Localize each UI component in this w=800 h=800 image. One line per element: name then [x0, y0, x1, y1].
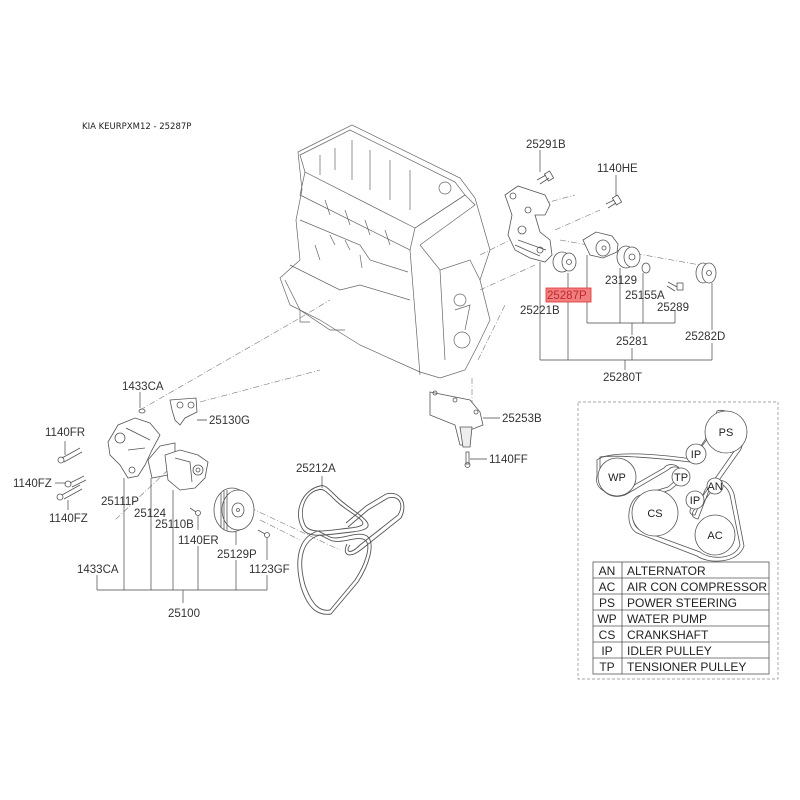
part-label[interactable]: 1140HE — [597, 163, 638, 175]
water-pump-leaders — [55, 392, 268, 603]
part-label[interactable]: 25280T — [603, 372, 642, 384]
bolt-1140fz-a — [64, 475, 87, 488]
engine-block — [279, 124, 491, 379]
legend-abbr: IP — [601, 644, 612, 658]
bolt-1140fz-b — [56, 484, 83, 501]
part-label[interactable]: 1140FF — [489, 454, 528, 466]
pulley-ac — [694, 514, 736, 556]
part-label[interactable]: 1123GF — [249, 564, 290, 576]
bolt-1140ff — [464, 451, 487, 468]
water-pump-housing — [107, 417, 161, 479]
pulley-label: WP — [608, 472, 626, 484]
pulley-cs — [631, 489, 679, 537]
gasket-25130g — [169, 397, 207, 426]
pulley-an — [706, 477, 724, 495]
part-label[interactable]: 25129P — [217, 549, 257, 561]
part-label[interactable]: 25221B — [520, 305, 560, 317]
bolt-25291b — [536, 170, 555, 185]
part-label[interactable]: 25281 — [616, 336, 648, 348]
part-label[interactable]: 25253B — [502, 413, 542, 425]
legend-table — [592, 561, 770, 675]
water-pump-body — [164, 449, 209, 491]
part-label[interactable]: 25291B — [526, 139, 566, 151]
pulley-label: CS — [647, 508, 662, 520]
tensioner-bracket — [504, 185, 553, 263]
part-label[interactable]: 1433CA — [77, 564, 119, 576]
part-label[interactable]: 23129 — [605, 275, 637, 287]
legend-desc: IDLER PULLEY — [627, 644, 712, 658]
bolt-1123gf — [257, 529, 270, 538]
part-label[interactable]: 1140ER — [178, 535, 219, 547]
pulley-label: PS — [719, 427, 734, 439]
pulley-ip-upper — [685, 443, 707, 465]
pulley-label: TP — [674, 472, 688, 484]
part-label[interactable]: 25130G — [209, 415, 250, 427]
idler-pulley-25287p — [552, 251, 577, 273]
pulley-25129p — [213, 487, 255, 533]
pulley-labels: PS IP WP TP AN IP CS AC — [608, 427, 733, 542]
bolt-1140he — [605, 194, 623, 209]
diagram-title: KIA KEURPXM12 - 25287P — [82, 122, 192, 132]
pulley-ps — [704, 410, 748, 454]
tensioner-unit — [582, 231, 619, 259]
legend-rows: AN ALTERNATOR AC AIR CON COMPRESSOR PS P… — [597, 564, 767, 674]
bolt-1140fr — [57, 447, 83, 464]
pulley-label: IP — [690, 495, 700, 507]
part-label[interactable]: 25212A — [296, 463, 336, 475]
legend-abbr: WP — [597, 612, 616, 626]
legend-abbr: AC — [599, 580, 616, 594]
part-label[interactable]: 25124 — [134, 508, 167, 520]
pulley-wp — [597, 457, 637, 497]
serpentine-belt-25212a — [297, 476, 405, 615]
part-label[interactable]: 1140FZ — [13, 478, 52, 490]
bracket-25253b — [429, 390, 500, 448]
belt-routing-box — [577, 401, 779, 680]
legend-desc: CRANKSHAFT — [627, 628, 709, 642]
highlight-box — [545, 287, 592, 303]
part-label[interactable]: 1140FR — [45, 427, 85, 439]
part-label[interactable]: 25110B — [155, 519, 194, 531]
pulley-label: AN — [707, 481, 722, 493]
bolt-1140er — [189, 507, 201, 516]
part-label[interactable]: 25282D — [685, 331, 725, 343]
pulley-23129 — [616, 245, 641, 269]
part-label[interactable]: 25100 — [168, 608, 200, 620]
legend-desc: ALTERNATOR — [627, 564, 706, 578]
part-label[interactable]: 1140FZ — [49, 513, 88, 525]
part-label[interactable]: 25155A — [625, 290, 665, 302]
pulley-tp — [671, 467, 691, 487]
washer-25155a — [641, 262, 651, 274]
legend-desc: POWER STEERING — [627, 596, 737, 610]
pulley-label: AC — [707, 530, 722, 542]
part-label[interactable]: 1433CA — [122, 381, 164, 393]
legend-desc: WATER PUMP — [627, 612, 707, 626]
legend-abbr: TP — [599, 660, 614, 674]
part-label[interactable]: 25111P — [101, 496, 139, 508]
pulley-ip-lower — [685, 490, 705, 510]
legend-desc: AIR CON COMPRESSOR — [627, 580, 767, 594]
pulley-25282d — [695, 262, 717, 284]
part-labels: 25291B 1140HE 25287P 25221B 23129 25155A… — [13, 139, 725, 620]
legend-abbr: CS — [599, 628, 616, 642]
legend-desc: TENSIONER PULLEY — [627, 660, 746, 674]
plug-1433ca — [138, 408, 146, 414]
legend-abbr: PS — [599, 596, 615, 610]
part-label-highlighted[interactable]: 25287P — [547, 290, 587, 302]
part-label[interactable]: 25289 — [657, 302, 689, 314]
pulley-label: IP — [691, 449, 701, 461]
bolt-25289 — [666, 281, 684, 292]
legend-abbr: AN — [599, 564, 616, 578]
